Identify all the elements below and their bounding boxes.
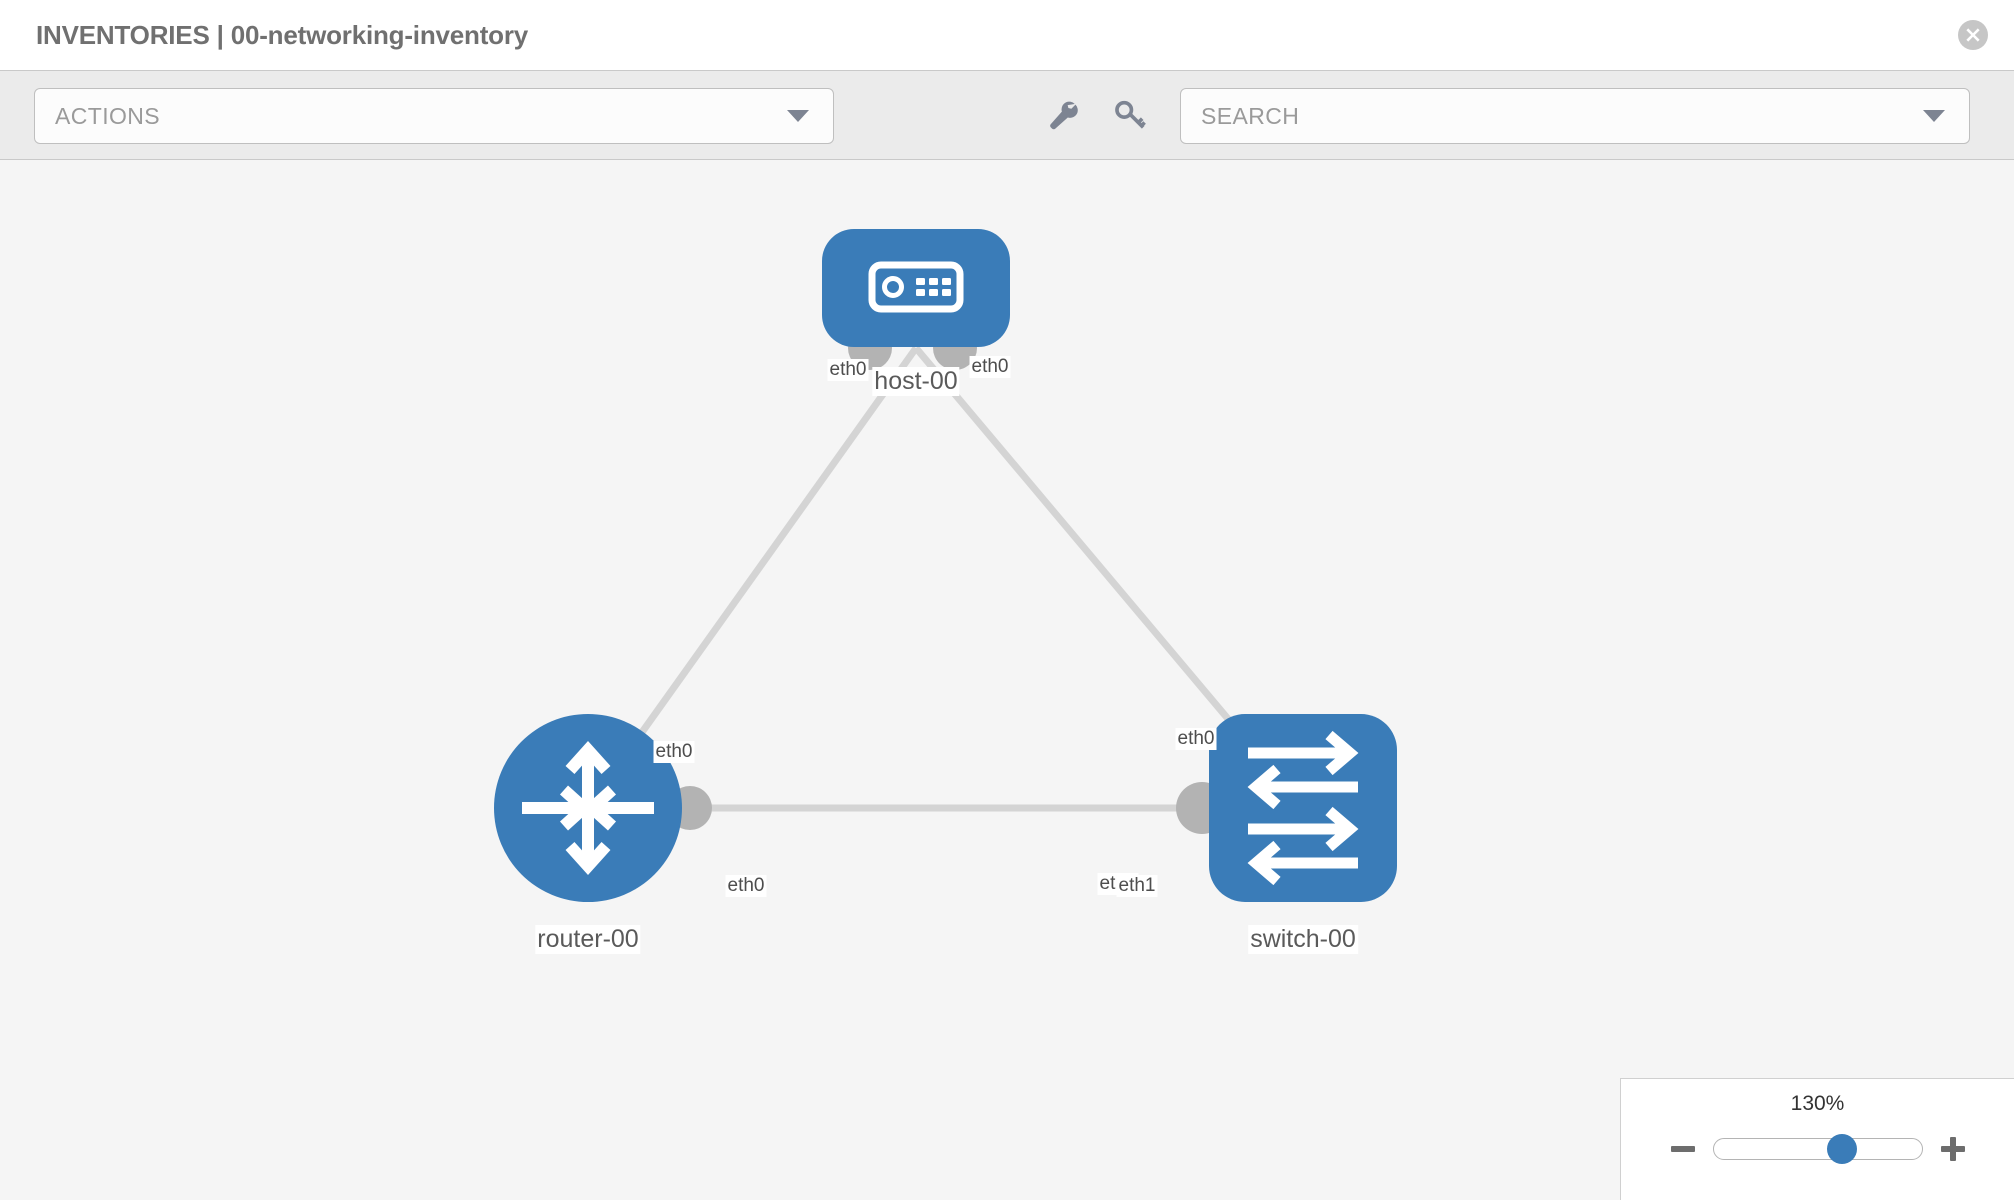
node-host-00[interactable] bbox=[822, 229, 1010, 347]
zoom-control-panel: 130% bbox=[1620, 1078, 2014, 1200]
page-header: INVENTORIES | 00-networking-inventory bbox=[0, 0, 2014, 70]
zoom-in-button[interactable] bbox=[1940, 1136, 1966, 1162]
zoom-slider[interactable] bbox=[1712, 1134, 1923, 1164]
page-title: INVENTORIES | 00-networking-inventory bbox=[36, 19, 529, 50]
topology-canvas[interactable]: eth0 eth0 eth0 eth0 eth0 eth0 eth1 host-… bbox=[0, 160, 2014, 1200]
zoom-slider-thumb[interactable] bbox=[1827, 1134, 1858, 1164]
node-router-00[interactable] bbox=[494, 714, 682, 902]
wrench-icon[interactable] bbox=[1040, 92, 1086, 138]
edge-host00-router00[interactable] bbox=[585, 345, 919, 811]
switch-icon bbox=[1247, 730, 1359, 886]
toolbar: ACTIONS SEARCH bbox=[0, 70, 2014, 160]
search-placeholder: SEARCH bbox=[1201, 102, 1300, 129]
search-input[interactable]: SEARCH bbox=[1180, 88, 1970, 144]
graph-edges bbox=[585, 345, 1306, 812]
key-icon[interactable] bbox=[1108, 92, 1154, 138]
server-icon bbox=[868, 261, 964, 313]
chevron-down-icon[interactable] bbox=[1923, 110, 1945, 122]
zoom-out-button[interactable] bbox=[1670, 1136, 1696, 1162]
zoom-level-value: 130% bbox=[1790, 1092, 1845, 1115]
close-icon[interactable] bbox=[1958, 20, 1988, 50]
node-switch-00[interactable] bbox=[1209, 714, 1397, 902]
topology-graph bbox=[494, 229, 1397, 902]
actions-dropdown[interactable]: ACTIONS bbox=[34, 88, 834, 144]
router-icon bbox=[522, 741, 654, 875]
chevron-down-icon bbox=[787, 110, 809, 122]
actions-dropdown-label: ACTIONS bbox=[55, 102, 161, 129]
